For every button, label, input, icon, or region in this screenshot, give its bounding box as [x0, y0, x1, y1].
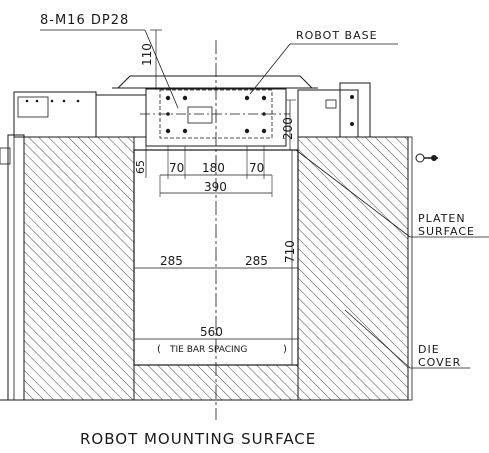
dim-285-right-text: 285 [245, 254, 268, 268]
dim-row-bolt-spacing: 70 180 70 [160, 146, 272, 179]
dim-70-left-text: 70 [169, 161, 184, 175]
dim-200-text: 200 [281, 117, 295, 140]
dim-row-285: 285 285 [134, 254, 298, 269]
dim-110: 110 [140, 29, 162, 90]
dim-390-text: 390 [204, 180, 227, 194]
tie-bar-spacing-text: TIE BAR SPACING [169, 345, 247, 355]
dim-200: 200 [281, 99, 296, 150]
bolt-spec-label: 8-M16 DP28 [40, 13, 129, 28]
die-cover-callout: DIE COVER [344, 309, 470, 369]
dim-710: 710 [283, 150, 297, 365]
platen-label-line1: PLATEN [418, 212, 466, 225]
platen-callout: PLATEN SURFACE [295, 149, 489, 238]
dim-65-text: 65 [134, 160, 147, 174]
dim-70-right-text: 70 [249, 161, 264, 175]
tie-bar-open-paren: ( [157, 344, 161, 355]
mounting-surface-caption: ROBOT MOUNTING SURFACE [80, 430, 316, 448]
die-label-line2: COVER [418, 356, 461, 369]
robot-base-label: ROBOT BASE [296, 29, 378, 42]
right-machinery [297, 82, 438, 401]
dim-110-text: 110 [140, 43, 154, 66]
dim-390: 390 [159, 175, 273, 197]
left-die-cover [0, 136, 135, 401]
dim-560: 560 ( TIE BAR SPACING ) [134, 325, 298, 355]
left-machinery [0, 91, 147, 401]
dim-65: 65 [134, 146, 147, 178]
tie-bar-close-paren: ) [283, 344, 287, 355]
machine-top-band [0, 0, 489, 135]
die-label-line1: DIE [418, 343, 440, 356]
bolt-spec-callout: 8-M16 DP28 [40, 13, 179, 109]
right-die-cover [297, 136, 409, 401]
platen-label-line2: SURFACE [418, 225, 475, 238]
dim-560-text: 560 [200, 325, 223, 339]
dim-285-left-text: 285 [160, 254, 183, 268]
dim-180-text: 180 [202, 161, 225, 175]
dim-710-text: 710 [283, 240, 297, 263]
robot-base-callout: ROBOT BASE [249, 29, 398, 95]
